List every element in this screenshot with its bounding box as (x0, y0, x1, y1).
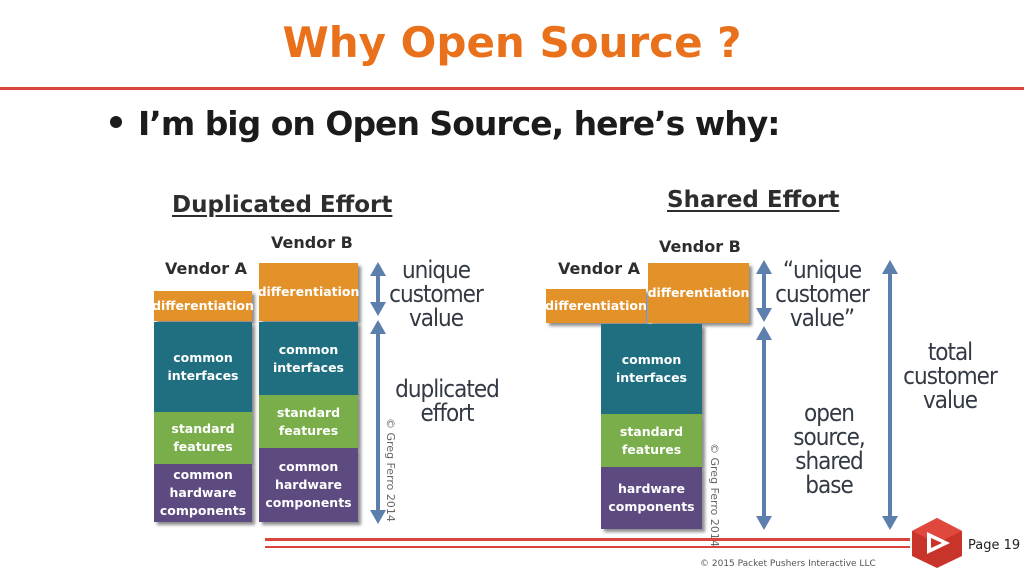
left-unique-value-label: unique customer value (389, 256, 484, 332)
left-vendor-a-label: Vendor A (165, 259, 248, 278)
right-unique-value-label: “unique customer value” (775, 256, 870, 332)
packet-pushers-logo-icon (912, 518, 962, 568)
left-unique-arrow-icon (370, 262, 386, 316)
right-diagram-copyright: © Greg Ferro 2014 (708, 443, 721, 547)
left-b-common-hardware: common hardware components (259, 448, 358, 522)
left-vendor-b-label: Vendor B (271, 233, 353, 252)
shared-common-interfaces: common interfaces (601, 324, 702, 414)
duplicated-effort-heading: Duplicated Effort (172, 192, 393, 218)
open-source-arrow-icon (756, 326, 772, 530)
left-arrows (370, 262, 386, 524)
right-arrows (756, 260, 898, 530)
open-source-shared-base-label: open source, shared base (793, 399, 866, 499)
left-b-standard-features: standard features (259, 395, 358, 448)
right-vendor-a-label: Vendor A (558, 259, 641, 278)
shared-standard-features: standard features (601, 414, 702, 467)
left-a-differentiation: differentiation (152, 291, 254, 321)
right-unique-arrow-icon (756, 260, 772, 322)
shared-effort-heading: Shared Effort (667, 187, 840, 213)
total-customer-value-label: total customer value (903, 338, 998, 414)
left-b-common-interfaces: common interfaces (259, 322, 358, 395)
left-a-common-hardware: common hardware components (154, 464, 252, 522)
bullet-dot-icon (110, 115, 122, 128)
left-a-standard-features: standard features (154, 412, 252, 464)
right-vendor-b-label: Vendor B (659, 237, 741, 256)
total-value-arrow-icon (882, 260, 898, 530)
left-diagram-copyright: © Greg Ferro 2014 (384, 418, 397, 522)
page-number: Page 19 (968, 538, 1021, 553)
duplicated-effort-label: duplicated effort (395, 375, 500, 427)
right-a-differentiation: differentiation (545, 289, 647, 323)
left-duplicated-arrow-icon (370, 320, 386, 524)
bullet-point: I’m big on Open Source, here’s why: (110, 104, 780, 143)
footer-divider-bottom (265, 546, 910, 548)
footer-copyright: © 2015 Packet Pushers Interactive LLC (700, 559, 876, 569)
title-divider (0, 87, 1024, 90)
left-a-common-interfaces: common interfaces (154, 322, 252, 412)
slide-title: Why Open Source ? (282, 18, 742, 67)
left-b-differentiation: differentiation (258, 263, 359, 321)
footer-divider-top (265, 538, 910, 541)
bullet-text: I’m big on Open Source, here’s why: (138, 104, 780, 143)
shared-hardware-components: hardware components (601, 467, 702, 529)
right-b-differentiation: differentiation (648, 263, 749, 323)
